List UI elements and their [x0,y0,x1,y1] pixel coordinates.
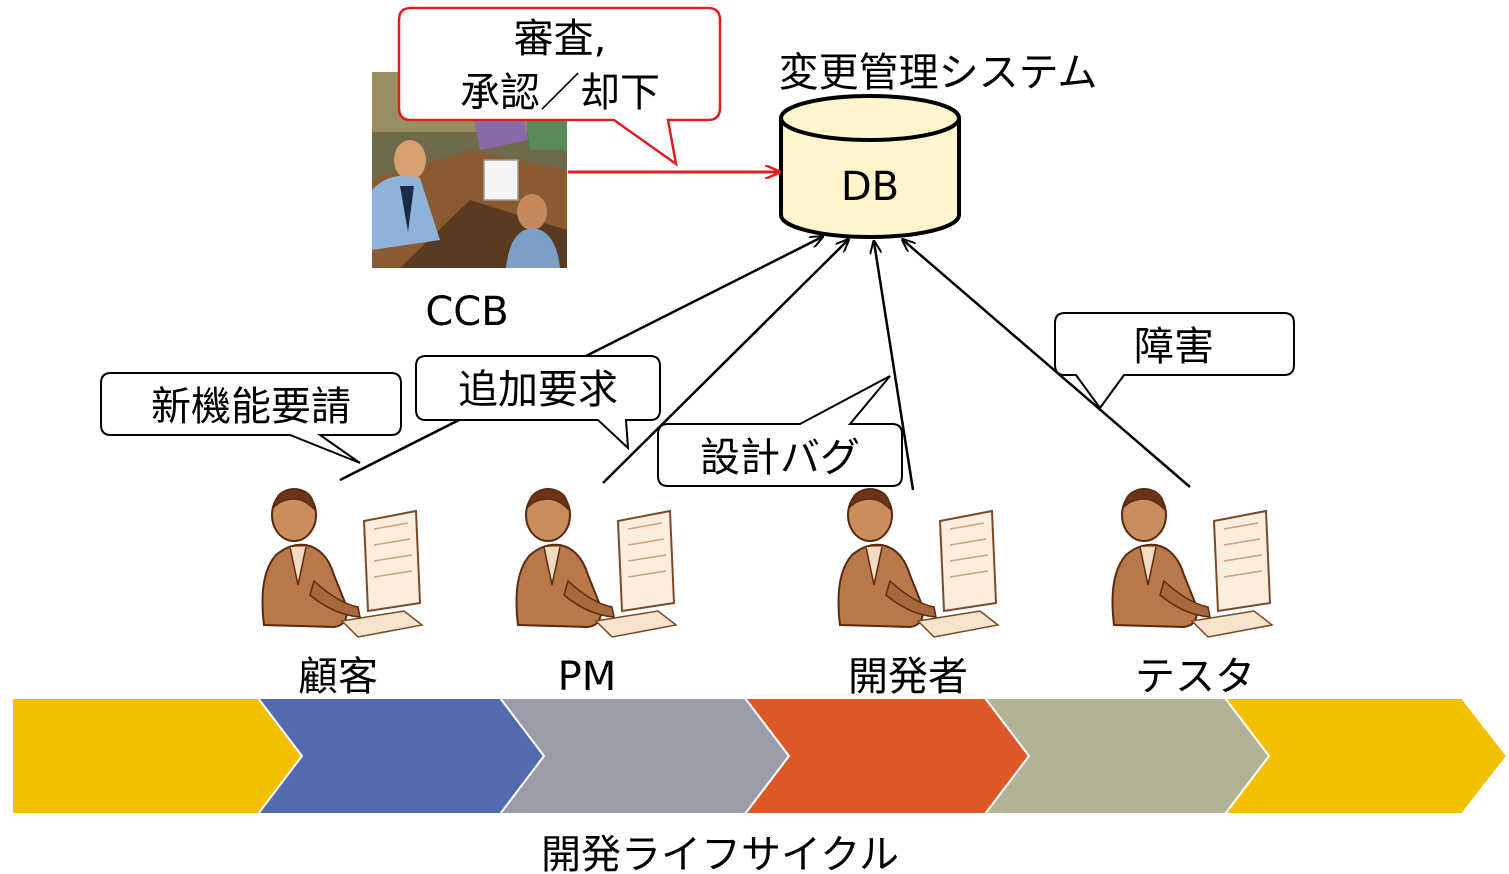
lifecycle-stage-1 [11,697,304,815]
system-title: 変更管理システム [779,50,1098,96]
callout-new-feature: 新機能要請 [100,372,402,464]
developer-to-db-arrow [874,242,915,491]
callout-additional-request-text: 追加要求 [458,367,618,413]
callout-additional-request: 追加要求 [415,355,661,451]
role-customer: 顧客 [298,654,378,700]
callout-design-bug-text: 設計バグ [700,435,860,481]
db-cylinder: DB [779,94,961,239]
tester-to-db-arrow [903,240,1191,488]
role-pm: PM [558,654,617,700]
callout-design-bug: 設計バグ [657,375,903,487]
tester-person-image [1111,488,1273,638]
lifecycle-stage-5 [982,697,1276,815]
role-developer: 開発者 [848,654,968,700]
lifecycle-stage-4 [742,697,1036,815]
pm-person-image [515,488,677,638]
lifecycle-label: 開発ライフサイクル [541,832,899,874]
lifecycle-stage-3 [497,697,791,815]
developer-person-image [837,488,999,638]
customer-person-image [261,488,423,638]
db-label: DB [841,164,899,210]
ccb-callout: 審査, 承認／却下 [397,6,722,167]
ccb-callout-line2: 承認／却下 [460,70,660,116]
pm-to-db-arrow [602,240,848,484]
lifecycle-stage-6 [1222,697,1509,815]
lifecycle-stage-2 [255,697,551,815]
callout-failure: 障害 [1054,312,1295,410]
role-tester: テスタ [1135,654,1255,700]
ccb-callout-line1: 審査, [514,16,607,62]
lifecycle-band [11,697,1509,815]
callout-failure-text: 障害 [1134,324,1214,370]
callout-new-feature-text: 新機能要請 [151,384,351,430]
ccb-label: CCB [425,289,508,335]
